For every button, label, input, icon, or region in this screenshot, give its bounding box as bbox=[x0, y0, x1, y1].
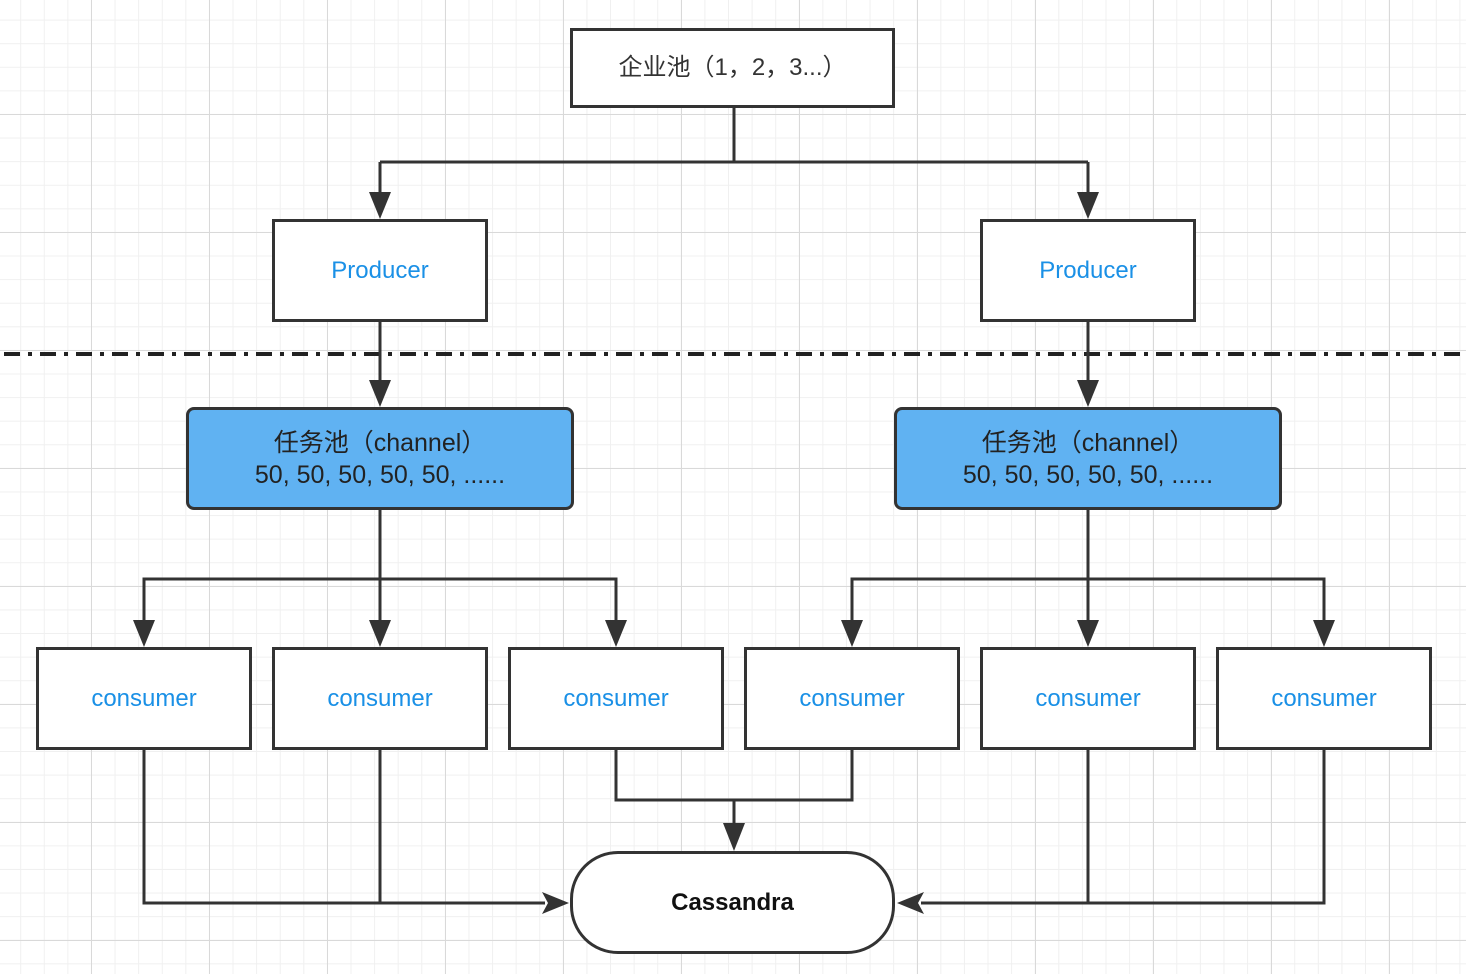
arrowhead-producer-1 bbox=[369, 192, 391, 219]
arrowhead-consumer-5 bbox=[1077, 620, 1099, 647]
arrowhead-consumer-4 bbox=[841, 620, 863, 647]
producer-label: Producer bbox=[331, 256, 429, 284]
task-pool-node-1[interactable]: 任务池（channel） 50, 50, 50, 50, 50, ...... bbox=[186, 407, 574, 510]
edge-consumers-right-to-sink bbox=[921, 749, 1326, 905]
arrowhead-producer-2 bbox=[1077, 192, 1099, 219]
consumer-label: consumer bbox=[1035, 684, 1141, 712]
task-pool-title: 任务池（channel） bbox=[981, 428, 1195, 457]
arrowhead-sink-right bbox=[897, 892, 924, 914]
producer-label: Producer bbox=[1039, 256, 1137, 284]
arrowhead-sink-top bbox=[723, 823, 745, 851]
task-pool-title: 任务池（channel） bbox=[273, 428, 487, 457]
consumer-label: consumer bbox=[799, 684, 905, 712]
enterprise-pool-node[interactable]: 企业池（1，2，3...） bbox=[570, 28, 895, 108]
consumer-node-6[interactable]: consumer bbox=[1216, 647, 1432, 750]
edge-pool-1-branch bbox=[142, 577, 618, 624]
consumer-label: consumer bbox=[327, 684, 433, 712]
consumer-label: consumer bbox=[91, 684, 197, 712]
edge-consumers-left-to-sink bbox=[142, 749, 545, 905]
arrowhead-consumer-3 bbox=[605, 620, 627, 647]
cassandra-label: Cassandra bbox=[671, 888, 794, 916]
consumer-node-1[interactable]: consumer bbox=[36, 647, 252, 750]
producer-node-2[interactable]: Producer bbox=[980, 219, 1196, 322]
task-pool-node-2[interactable]: 任务池（channel） 50, 50, 50, 50, 50, ...... bbox=[894, 407, 1282, 510]
arrowhead-consumer-6 bbox=[1313, 620, 1335, 647]
arrowhead-pool-2 bbox=[1077, 380, 1099, 407]
arrowhead-sink-left bbox=[542, 892, 569, 914]
consumer-node-3[interactable]: consumer bbox=[508, 647, 724, 750]
arrowhead-consumer-1 bbox=[133, 620, 155, 647]
edge-consumers-middle-join bbox=[614, 749, 854, 802]
consumer-node-5[interactable]: consumer bbox=[980, 647, 1196, 750]
consumer-node-2[interactable]: consumer bbox=[272, 647, 488, 750]
arrowhead-consumer-2 bbox=[369, 620, 391, 647]
edge-pool-2-branch bbox=[850, 577, 1326, 624]
producer-node-1[interactable]: Producer bbox=[272, 219, 488, 322]
cassandra-node[interactable]: Cassandra bbox=[570, 851, 895, 954]
arrowhead-pool-1 bbox=[369, 380, 391, 407]
task-pool-queue: 50, 50, 50, 50, 50, ...... bbox=[962, 460, 1214, 489]
enterprise-pool-label: 企业池（1，2，3...） bbox=[618, 54, 847, 82]
consumer-label: consumer bbox=[563, 684, 669, 712]
consumer-label: consumer bbox=[1271, 684, 1377, 712]
consumer-node-4[interactable]: consumer bbox=[744, 647, 960, 750]
task-pool-queue: 50, 50, 50, 50, 50, ...... bbox=[254, 460, 506, 489]
